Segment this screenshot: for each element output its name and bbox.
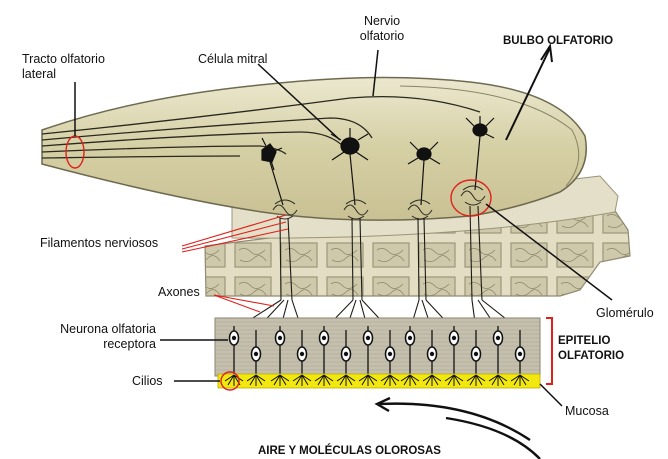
tracto-label-line1: Tracto olfatorio — [22, 52, 105, 67]
tracto-olfatorio-label: Tracto olfatorio lateral — [22, 52, 105, 82]
axones-label: Axones — [158, 285, 200, 300]
epitelio-label-line2: OLFATORIO — [558, 349, 624, 364]
mucosa-label: Mucosa — [565, 404, 609, 419]
mucosa-leader — [540, 384, 562, 406]
aire-moleculas-label: AIRE Y MOLÉCULAS OLOROSAS — [258, 444, 441, 459]
cilios-label: Cilios — [132, 374, 163, 389]
nervio-label-line2: olfatorio — [352, 29, 412, 44]
nervio-olfatorio-label: Nervio olfatorio — [352, 14, 412, 44]
neurona-label-line1: Neurona olfatoria — [10, 322, 156, 337]
epitelio-bracket — [546, 318, 552, 384]
mucosa-layer — [218, 374, 540, 388]
tracto-label-line2: lateral — [22, 67, 105, 82]
olfactory-epithelium — [215, 318, 540, 376]
epitelio-label-line1: EPITELIO — [558, 334, 624, 349]
neurona-label-line2: receptora — [10, 337, 156, 352]
bulbo-olfatorio-label: BULBO OLFATORIO — [503, 34, 613, 49]
neurona-olfatoria-label: Neurona olfatoria receptora — [10, 322, 156, 352]
epitelio-olfatorio-label: EPITELIO OLFATORIO — [558, 334, 624, 364]
axones-pointer-lines — [214, 295, 274, 312]
celula-mitral-label: Célula mitral — [198, 52, 267, 67]
filamentos-nerviosos-label: Filamentos nerviosos — [40, 236, 158, 251]
glomerulo-label: Glomérulo — [596, 306, 654, 321]
nervio-label-line1: Nervio — [352, 14, 412, 29]
